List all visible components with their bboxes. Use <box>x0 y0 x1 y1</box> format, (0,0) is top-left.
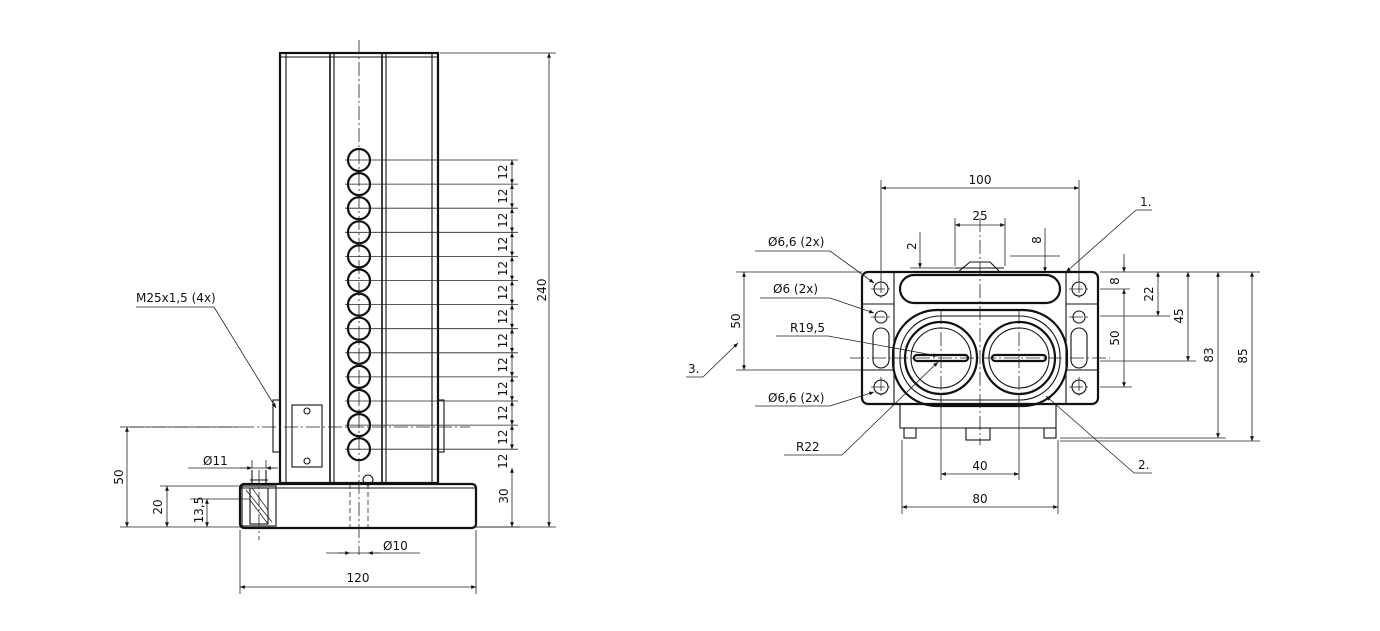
dim-8-right-label: 8 <box>1108 277 1122 285</box>
dim-8-top-label: 8 <box>1030 236 1044 244</box>
callout-1: 1. <box>1065 195 1152 273</box>
callout-3: 3. <box>686 342 739 378</box>
hole-callout-a: Ø6,6 (2x) <box>755 235 875 284</box>
pitch-label: 12 <box>496 357 510 372</box>
dim-50-side-label: 50 <box>112 469 126 484</box>
dim-240-label: 240 <box>535 279 549 302</box>
dim-45: 45 <box>1100 272 1196 362</box>
dim-25-label: 25 <box>972 209 987 223</box>
radius-2-label: R22 <box>796 440 820 454</box>
pitch-label: 12 <box>496 309 510 324</box>
dim-22-label: 22 <box>1142 286 1156 301</box>
pitch-label: 12 <box>496 333 510 348</box>
dim-85-label: 85 <box>1236 348 1250 363</box>
side-connector <box>272 399 445 468</box>
top-view: 100 25 2 8 8 22 <box>686 173 1260 514</box>
dim-13-5-label: 13,5 <box>192 497 206 524</box>
hole-callout-b-label: Ø6 (2x) <box>773 282 818 296</box>
dim-50-left: 50 <box>729 271 862 371</box>
dim-120: 120 <box>239 530 477 594</box>
dim-83: 83 <box>1060 272 1226 439</box>
pitch-label: 12 <box>496 261 510 276</box>
radius-1-label: R19,5 <box>790 321 825 335</box>
dim-2: 2 <box>905 232 960 269</box>
dim-13-5: 13,5 <box>190 497 250 527</box>
side-view: 12 12 12 12 12 12 12 12 12 12 12 12 12 240 30 50 20 <box>112 40 556 594</box>
dia-11: Ø11 <box>188 454 278 470</box>
dim-50-right-label: 50 <box>1108 330 1122 345</box>
pitch-label: 12 <box>496 213 510 228</box>
dim-120-label: 120 <box>347 571 370 585</box>
hole-callout-c: Ø6,6 (2x) <box>755 391 875 407</box>
dim-100: 100 <box>880 173 1080 280</box>
dim-50-side: 50 <box>112 426 240 528</box>
base-plate <box>238 470 478 540</box>
dim-80: 80 <box>901 440 1059 514</box>
dim-40: 40 <box>940 394 1020 480</box>
dia-11-label: Ø11 <box>203 454 228 468</box>
pitch-label: 12 <box>496 454 510 469</box>
thread-label: M25x1,5 (4x) <box>136 291 216 305</box>
dia-10: Ø10 <box>326 539 420 555</box>
dim-22: 22 <box>1100 272 1170 317</box>
radius-callout-1: R19,5 <box>776 321 939 358</box>
pitch-label: 12 <box>496 285 510 300</box>
dim-100-label: 100 <box>969 173 992 187</box>
pitch-label: 12 <box>496 189 510 204</box>
pitch-label: 12 <box>496 405 510 420</box>
pitch-dimension-group: 12 12 12 12 12 12 12 12 12 12 12 12 12 <box>345 147 518 469</box>
dim-83-label: 83 <box>1202 347 1216 362</box>
dim-25: 25 <box>954 209 1006 266</box>
dim-20: 20 <box>151 485 240 527</box>
callout-3-label: 3. <box>688 362 699 376</box>
dim-2-label: 2 <box>905 242 919 250</box>
callout-1-label: 1. <box>1140 195 1151 209</box>
thread-callout: M25x1,5 (4x) <box>136 291 277 409</box>
pitch-label: 12 <box>496 164 510 179</box>
callout-2: 2. <box>1045 395 1152 474</box>
dim-40-label: 40 <box>972 459 987 473</box>
pitch-label: 12 <box>496 381 510 396</box>
dim-45-label: 45 <box>1172 308 1186 323</box>
dia-10-label: Ø10 <box>383 539 408 553</box>
dim-8-right: 8 <box>1100 254 1260 290</box>
dim-8-top: 8 <box>1010 228 1060 272</box>
dim-80-label: 80 <box>972 492 987 506</box>
pitch-label: 12 <box>496 237 510 252</box>
dim-50-right: 50 <box>1100 289 1132 388</box>
dim-30-label: 30 <box>497 488 511 503</box>
dim-85: 85 <box>1060 272 1260 442</box>
callout-2-label: 2. <box>1138 458 1149 472</box>
hole-callout-c-label: Ø6,6 (2x) <box>768 391 824 405</box>
dim-20-label: 20 <box>151 499 165 514</box>
hole-callout-b: Ø6 (2x) <box>760 282 875 314</box>
hole-callout-a-label: Ø6,6 (2x) <box>768 235 824 249</box>
pitch-label: 12 <box>496 430 510 445</box>
dim-30: 30 <box>476 468 520 528</box>
radius-callout-2: R22 <box>784 361 939 456</box>
dim-50-left-label: 50 <box>729 313 743 328</box>
